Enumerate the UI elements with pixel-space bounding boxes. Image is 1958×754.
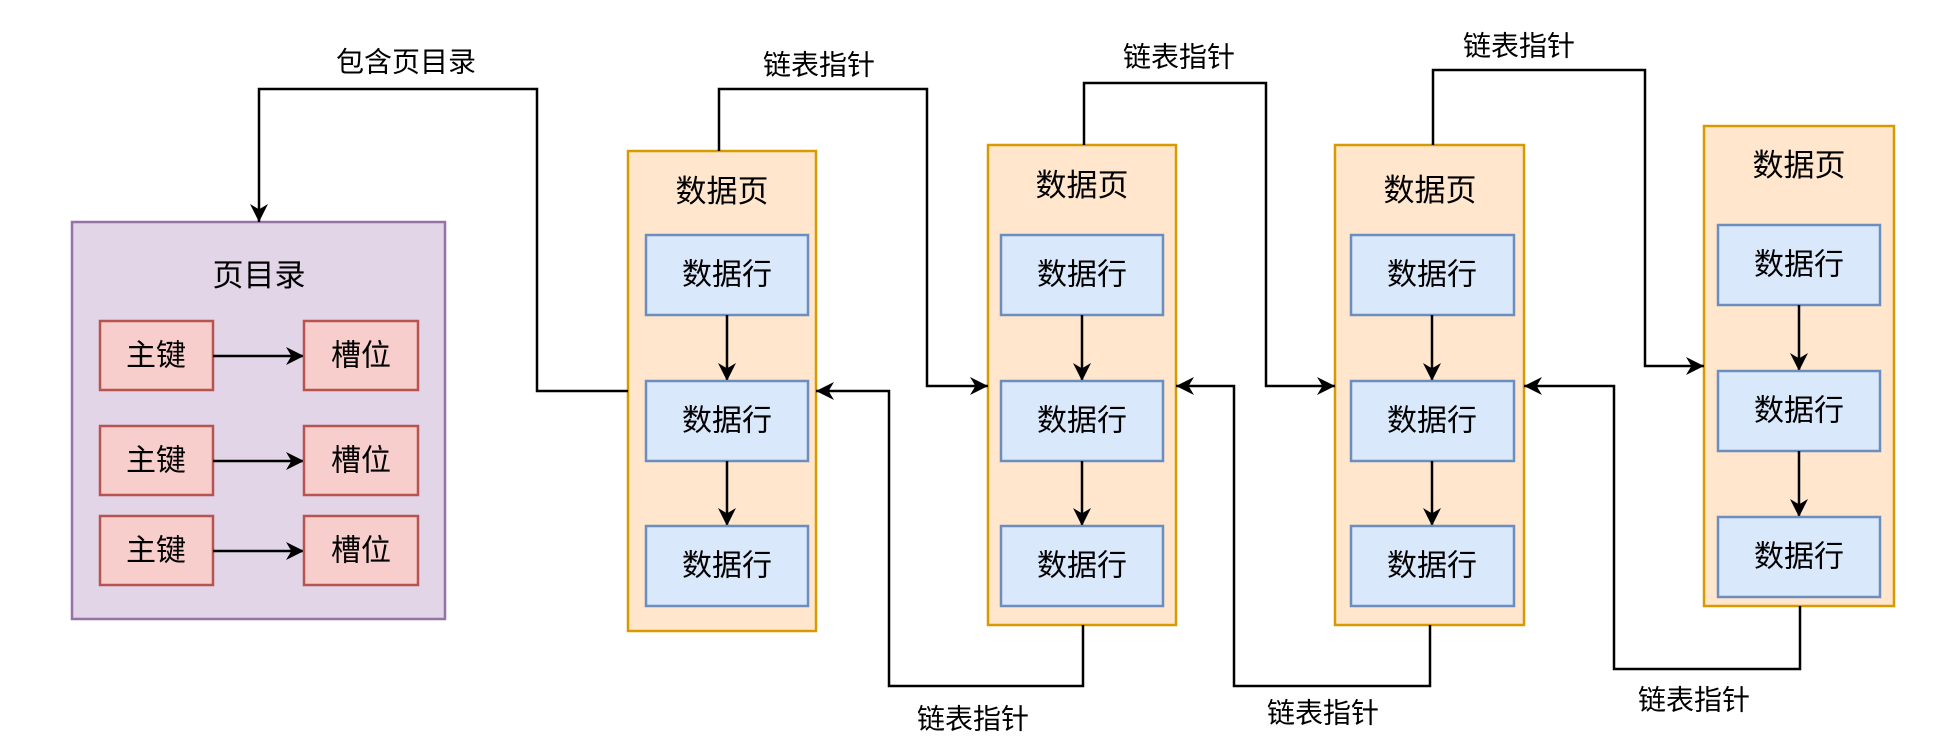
data-row-label: 数据行 [1387,549,1477,584]
slot-label: 槽位 [331,444,391,479]
data-page: 数据页 数据行 数据行 数据行 [626,149,818,633]
page-directory-title: 页目录 [213,258,306,294]
prev-pointer-connector [816,382,1085,688]
data-row-label: 数据行 [1387,258,1477,293]
next-pointer-connector [1431,68,1704,375]
slot-box [302,319,420,392]
data-row-box [1716,223,1882,307]
primary-key-label: 主键 [126,444,186,479]
directory-entry: 主键 槽位 [98,514,420,587]
contains-directory-connector [250,87,628,393]
next-pointer-label: 链表指针 [1463,30,1575,63]
data-row-label: 数据行 [682,549,772,584]
slot-box [302,514,420,587]
primary-key-label: 主键 [126,534,186,569]
slot-label: 槽位 [331,534,391,569]
directory-entry: 主键 槽位 [98,424,420,497]
data-row-label: 数据行 [1754,248,1844,283]
data-page: 数据页 数据行 数据行 数据行 [986,143,1178,627]
data-row-label: 数据行 [1754,540,1844,575]
slot-box [302,424,420,497]
next-pointer-connector [717,87,988,395]
slot-label: 槽位 [331,339,391,374]
directory-entry: 主键 槽位 [98,319,420,392]
primary-key-box [98,319,215,392]
data-row-label: 数据行 [1037,549,1127,584]
next-pointer-label: 链表指针 [1123,41,1235,74]
data-row-label: 数据行 [1037,258,1127,293]
data-row-box [644,524,810,608]
prev-pointer-label: 链表指针 [917,703,1029,736]
data-row-label: 数据行 [1387,404,1477,439]
data-row-box [644,379,810,463]
prev-pointer-connector [1176,377,1432,688]
next-pointer-label: 链表指针 [763,49,875,82]
prev-pointer-connector [1524,377,1802,671]
data-page-title: 数据页 [676,174,769,210]
data-row-label: 数据行 [1754,394,1844,429]
data-page: 数据页 数据行 数据行 数据行 [1333,143,1526,627]
data-row-box [1716,515,1882,599]
data-page-title: 数据页 [1753,148,1846,184]
contains-directory-label: 包含页目录 [336,46,476,79]
data-row-label: 数据行 [1037,404,1127,439]
primary-key-box [98,424,215,497]
data-page-title: 数据页 [1036,168,1129,204]
primary-key-box [98,514,215,587]
data-row-box [1349,233,1516,317]
prev-pointer-label: 链表指针 [1638,684,1750,717]
next-pointer-connector [1082,81,1335,395]
data-page: 数据页 数据行 数据行 数据行 [1702,124,1896,608]
data-row-label: 数据行 [682,404,772,439]
primary-key-label: 主键 [126,339,186,374]
connectors: 包含页目录 链表指针 链表指针 链表指针 链表指针 链表指针 链表指针 [250,30,1802,736]
data-row-box [999,524,1165,608]
data-row-box [1349,379,1516,463]
data-page-title: 数据页 [1384,173,1477,209]
prev-pointer-label: 链表指针 [1267,697,1379,730]
data-row-box [999,379,1165,463]
data-row-box [1349,524,1516,608]
data-row-label: 数据行 [682,258,772,293]
page-directory: 页目录 主键 槽位 主键 槽位 主键 槽位 [70,220,447,621]
